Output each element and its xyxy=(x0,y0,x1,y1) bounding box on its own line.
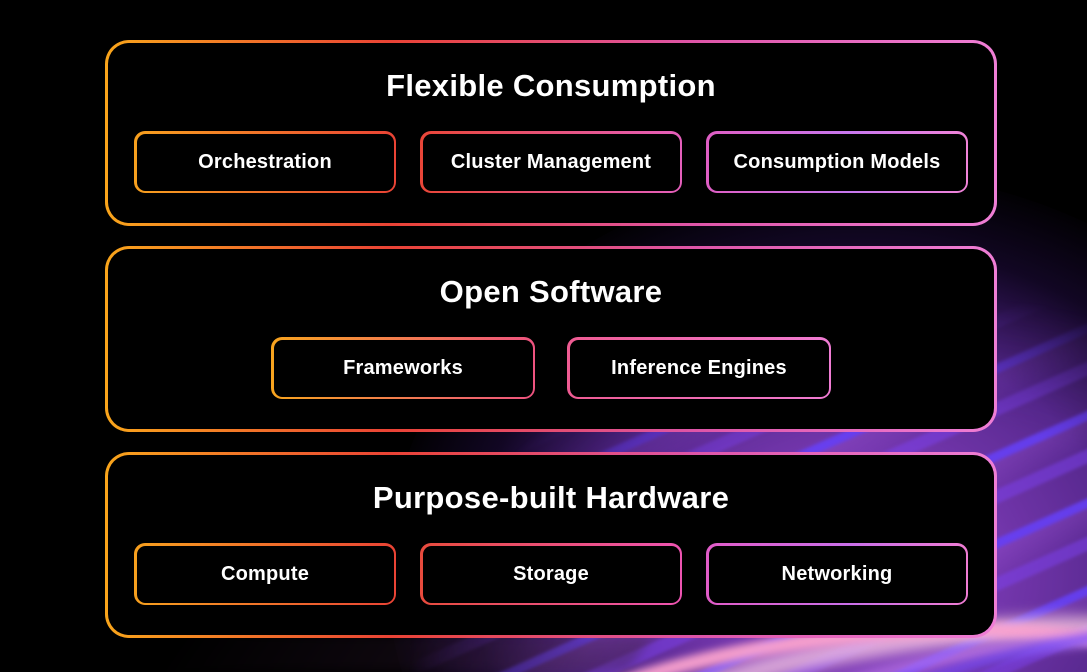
chip-consumption-models: Consumption Models xyxy=(706,131,968,193)
chip-inference-engines: Inference Engines xyxy=(567,337,831,399)
layer-body: Open Software Frameworks Inference Engin… xyxy=(108,249,994,429)
layer-stack: Flexible Consumption Orchestration Clust… xyxy=(105,40,997,638)
chip-compute: Compute xyxy=(134,543,396,605)
layer-title: Purpose-built Hardware xyxy=(372,480,730,515)
chip-row: Frameworks Inference Engines xyxy=(134,337,968,399)
chip-label: Networking xyxy=(781,562,893,585)
chip-label: Cluster Management xyxy=(450,150,652,173)
layer-purpose-built-hardware: Purpose-built Hardware Compute Storage xyxy=(105,452,997,638)
shadow-wedge-shape xyxy=(156,634,654,672)
layer-open-software: Open Software Frameworks Inference Engin… xyxy=(105,246,997,432)
chip-label: Storage xyxy=(513,562,589,585)
chip-row: Compute Storage Networking xyxy=(134,543,968,605)
chip-cluster-management: Cluster Management xyxy=(420,131,682,193)
chip-orchestration: Orchestration xyxy=(134,131,396,193)
chip-frameworks: Frameworks xyxy=(271,337,535,399)
layer-title: Flexible Consumption xyxy=(386,68,716,103)
layer-body: Flexible Consumption Orchestration Clust… xyxy=(108,43,994,223)
chip-networking: Networking xyxy=(706,543,968,605)
layer-body: Purpose-built Hardware Compute Storage xyxy=(108,455,994,635)
layer-flexible-consumption: Flexible Consumption Orchestration Clust… xyxy=(105,40,997,226)
chip-storage: Storage xyxy=(420,543,682,605)
chip-label: Compute xyxy=(220,562,310,585)
chip-label: Orchestration xyxy=(198,150,332,173)
chip-label: Inference Engines xyxy=(611,356,787,379)
chip-label: Consumption Models xyxy=(733,150,941,173)
layer-title: Open Software xyxy=(439,274,663,309)
chip-label: Frameworks xyxy=(343,356,463,379)
chip-row: Orchestration Cluster Management Consump… xyxy=(134,131,968,193)
